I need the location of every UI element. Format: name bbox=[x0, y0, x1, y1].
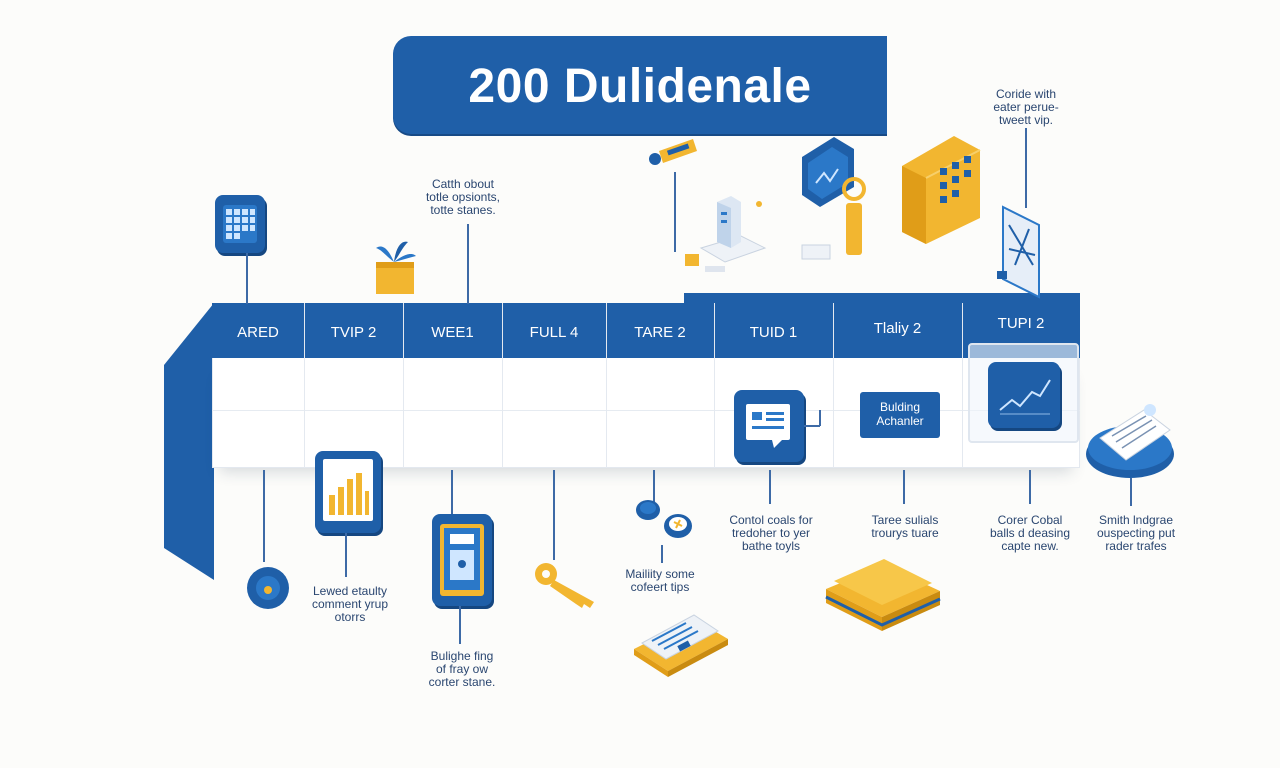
column-divider bbox=[502, 303, 503, 468]
connector-line bbox=[819, 410, 821, 426]
document-stack-icon bbox=[1084, 398, 1176, 480]
timeline-header-step bbox=[684, 293, 1080, 305]
connector-line bbox=[804, 425, 820, 427]
column-label: Tlaliy 2 bbox=[873, 320, 922, 337]
connector-line bbox=[903, 470, 905, 504]
toggle-buttons-icon bbox=[632, 496, 696, 546]
yellow-stacked-block-icon bbox=[822, 545, 944, 635]
connector-line bbox=[653, 470, 655, 504]
bar-chart-monitor-icon bbox=[315, 451, 381, 533]
column-label: WEE1 bbox=[431, 324, 474, 341]
image-keycard-icon bbox=[798, 133, 870, 265]
connector-line bbox=[263, 470, 265, 562]
callout-line: Bulding bbox=[879, 400, 921, 414]
column-divider bbox=[304, 303, 305, 468]
callout-card: Bulding Achanler bbox=[860, 392, 940, 438]
circle-badge-icon bbox=[246, 564, 290, 612]
column-divider bbox=[833, 303, 834, 468]
column-label: ARED bbox=[237, 324, 279, 341]
potted-plant-icon bbox=[368, 238, 420, 298]
title-banner bbox=[393, 36, 887, 134]
server-stack-icon bbox=[683, 188, 773, 280]
column-label: FULL 4 bbox=[529, 324, 579, 341]
connector-line bbox=[246, 253, 248, 304]
timeline-row-divider bbox=[212, 410, 1080, 411]
connector-line bbox=[1130, 478, 1132, 506]
calendar-grid-icon bbox=[215, 195, 265, 253]
column-divider bbox=[962, 303, 963, 468]
chat-card-icon bbox=[734, 390, 804, 462]
column-label: TVIP 2 bbox=[330, 324, 377, 341]
connector-line bbox=[1025, 128, 1027, 208]
connector-line bbox=[345, 533, 347, 577]
column-label: TUID 1 bbox=[749, 324, 798, 341]
column-divider bbox=[606, 303, 607, 468]
key-icon bbox=[532, 558, 602, 612]
timeline-board-side bbox=[164, 303, 214, 580]
connector-line bbox=[1029, 470, 1031, 504]
glass-panel-icon bbox=[995, 205, 1047, 301]
callout-line: Achanler bbox=[876, 414, 924, 428]
connector-line bbox=[661, 545, 663, 563]
connector-line bbox=[467, 224, 469, 304]
column-divider bbox=[403, 303, 404, 468]
connector-line bbox=[451, 470, 453, 514]
document-tray-icon bbox=[630, 605, 730, 691]
label-tag-icon bbox=[645, 135, 699, 175]
connector-line bbox=[459, 606, 461, 644]
column-divider bbox=[714, 303, 715, 468]
timeline-header bbox=[212, 303, 1080, 358]
column-label: TARE 2 bbox=[634, 324, 686, 341]
connector-line bbox=[553, 470, 555, 560]
tablet-device-icon bbox=[432, 514, 492, 606]
column-label: TUPI 2 bbox=[997, 315, 1045, 332]
yellow-calendar-box-icon bbox=[896, 132, 984, 246]
connector-line bbox=[674, 172, 676, 252]
connector-line bbox=[769, 470, 771, 504]
page-title: 200 Dulidenale bbox=[468, 60, 812, 113]
line-chart-icon bbox=[988, 362, 1060, 428]
